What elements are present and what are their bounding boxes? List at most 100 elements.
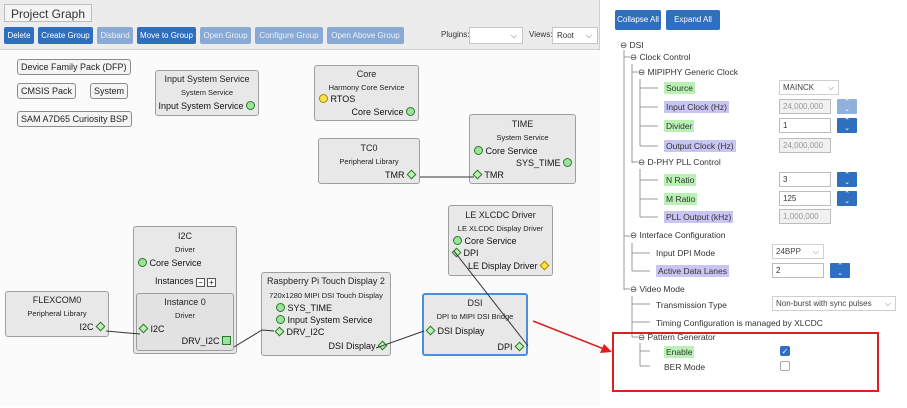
open-group-button[interactable]: Open Group [200,27,251,44]
tc0-tmr-port[interactable]: TMR [385,169,417,180]
transmission-label: Transmission Type [656,300,727,310]
tree-node-interface-config[interactable]: ⊖ Interface Configuration [630,230,726,240]
pll-output-field[interactable]: 1,000,000 [779,209,831,224]
wire-drv-i2c [233,329,275,348]
tree-node-dsi[interactable]: ⊖ DSI [620,40,644,50]
input-system-service-node[interactable]: Input System Service System Service Inpu… [155,70,259,116]
flexcom0-node[interactable]: FLEXCOM0 Peripheral Library I2C [5,291,109,337]
flexcom-i2c-port[interactable]: I2C [79,321,106,332]
cmsis-node[interactable]: CMSIS Pack [17,83,77,99]
views-select[interactable]: Root⌵ [552,27,598,44]
project-graph-tab[interactable]: Project Graph [4,4,93,22]
move-to-group-button[interactable]: Move to Group [137,27,196,44]
rpi-drv-i2c-port[interactable]: DRV_I2C [274,326,324,337]
chevron-down-icon: ⌵ [884,299,891,308]
plugins-select[interactable]: ⌵ [469,27,523,44]
ber-mode-checkbox[interactable] [780,361,790,371]
pattern-generator-highlight-box [612,332,879,392]
timing-config-text: Timing Configuration is managed by XLCDC [656,318,823,328]
port-circle-icon [138,258,147,267]
wire-dsi-display [375,330,425,349]
time-core-service-port[interactable]: Core Service [474,146,538,156]
port-circle-icon [246,101,255,110]
lcdc-display-driver-port[interactable]: LE Display Driver [468,260,550,271]
plus-icon[interactable]: + [207,278,216,287]
input-system-port[interactable]: Input System Service [158,101,255,111]
port-circle-icon [319,94,328,103]
i2c-core-service-port[interactable]: Core Service [138,258,202,268]
wire-dpi [453,250,529,347]
input-clock-label: Input Clock (Hz) [664,101,729,113]
tree-node-clock-control[interactable]: ⊖ Clock Control [630,52,691,62]
plugins-label: Plugins: [441,30,470,39]
rtos-port[interactable]: RTOS [319,94,355,104]
graph-canvas[interactable]: Device Family Pack (DFP) CMSIS Pack Syst… [0,49,600,407]
m-ratio-spinner[interactable]: ⌃⌄ [837,191,857,206]
le-xlcdc-driver-node[interactable]: LE XLCDC Driver LE XLCDC Display Driver … [448,205,553,276]
source-label: Source [664,82,695,94]
project-graph-panel: Project Graph Delete Create Group Disban… [0,0,600,407]
time-sys-time-port[interactable]: SYS_TIME [516,158,572,168]
port-circle-icon [474,146,483,155]
dsi-dpi-port[interactable]: DPI [497,341,525,352]
raspberry-pi-display-node[interactable]: Raspberry Pi Touch Display 2 720x1280 MI… [261,272,391,356]
input-clock-spinner[interactable]: ⌃⌄ [837,99,857,114]
input-dpi-select[interactable]: 24BPP⌵ [772,244,824,259]
disband-button[interactable]: Disband [97,27,133,44]
divider-spinner[interactable]: ⌃⌄ [837,118,857,133]
output-clock-field[interactable]: 24,000,000 [779,138,831,153]
chevron-down-icon: ⌵ [510,31,517,40]
divider-label: Divider [664,120,695,132]
lcdc-dpi-port[interactable]: DPI [451,247,479,258]
system-node[interactable]: System [90,83,129,99]
i2c-port[interactable]: I2C [138,323,165,334]
time-node[interactable]: TIME System Service Core Service SYS_TIM… [469,114,576,184]
input-clock-field[interactable]: 24,000,000 [779,99,831,114]
collapse-all-button[interactable]: Collapse All [615,10,661,30]
tree-connector-lines [623,50,658,367]
create-group-button[interactable]: Create Group [38,27,93,44]
tree-node-video-mode[interactable]: ⊖ Video Mode [630,284,685,294]
tree-node-mipiphy[interactable]: ⊖ MIPIPHY Generic Clock [638,67,739,77]
dsi-node[interactable]: DSI DPI to MIPI DSI Bridge DSI Display D… [422,293,528,356]
bsp-node[interactable]: SAM A7D65 Curiosity BSP [17,111,133,127]
port-square-icon [222,336,231,345]
rpi-input-system-port[interactable]: Input System Service [276,315,373,325]
tree-node-pattern-generator[interactable]: ⊖ Pattern Generator [638,332,716,342]
n-ratio-spinner[interactable]: ⌃⌄ [837,172,857,187]
configure-group-button[interactable]: Configure Group [255,27,323,44]
port-circle-icon [563,158,572,167]
n-ratio-field[interactable]: 3 [779,172,831,187]
chevron-down-icon: ⌵ [585,31,592,40]
tc0-node[interactable]: TC0 Peripheral Library TMR [318,138,420,184]
lcdc-core-service-port[interactable]: Core Service [453,236,517,246]
configuration-panel: Collapse All Expand All ⊖ DSI ⊖ Clock Co… [606,0,907,407]
transmission-select[interactable]: Non-burst with sync pulses⌵ [772,296,896,311]
delete-button[interactable]: Delete [4,27,34,44]
source-select[interactable]: MAINCK⌵ [779,80,839,95]
m-ratio-label: M Ratio [664,193,698,205]
enable-checkbox[interactable]: ✓ [780,346,790,356]
open-above-group-button[interactable]: Open Above Group [327,27,404,44]
n-ratio-label: N Ratio [664,174,697,186]
divider-field[interactable]: 1 [779,118,831,133]
active-lanes-field[interactable]: 2 [772,263,824,278]
core-node[interactable]: Core Harmony Core Service RTOS Core Serv… [314,65,419,121]
expand-all-button[interactable]: Expand All [666,10,720,30]
rpi-sys-time-port[interactable]: SYS_TIME [276,303,332,313]
core-service-port[interactable]: Core Service [351,107,415,117]
dsi-display-port[interactable]: DSI Display [425,325,485,336]
i2c-instance-0[interactable]: Instance 0 Driver I2C DRV_I2C [136,293,234,351]
dfp-node[interactable]: Device Family Pack (DFP) [17,59,131,75]
m-ratio-field[interactable]: 125 [779,191,831,206]
chevron-down-icon: ⌵ [827,83,834,92]
time-tmr-port[interactable]: TMR [472,169,504,180]
enable-label: Enable [664,346,695,358]
rpi-dsi-display-port[interactable]: DSI Display [328,340,388,351]
i2c-group-node[interactable]: I2C Driver Core Service Instances −+ Ins… [133,226,237,354]
port-circle-icon [276,315,285,324]
drv-i2c-port[interactable]: DRV_I2C [182,336,231,346]
minus-icon[interactable]: − [196,278,205,287]
active-lanes-spinner[interactable]: ⌃⌄ [830,263,850,278]
tree-node-dphy[interactable]: ⊖ D-PHY PLL Control [638,157,721,167]
